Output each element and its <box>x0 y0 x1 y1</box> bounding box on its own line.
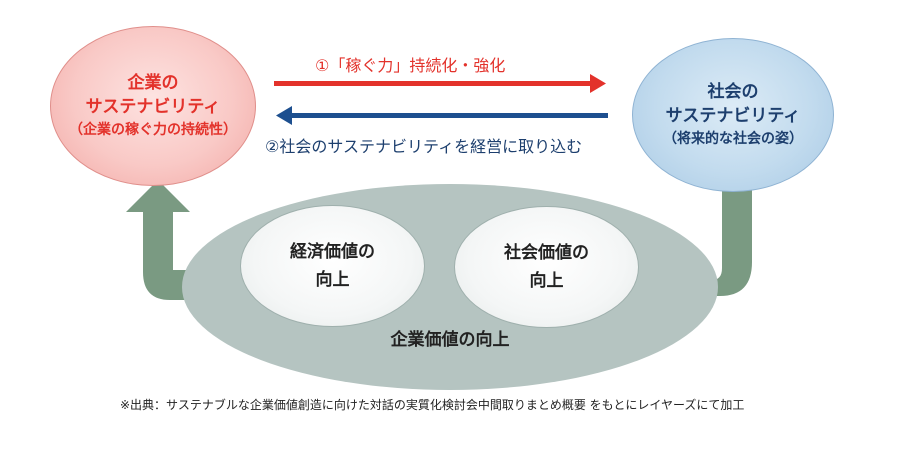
economic-value-node: 経済価値の 向上 <box>240 205 425 327</box>
blue-arrow <box>276 106 608 125</box>
red-arrow-label: ①「稼ぐ力」持続化・強化 <box>315 56 506 75</box>
economic-value-line1: 経済価値の <box>290 242 375 262</box>
social-sustainability-node: 社会の サステナビリティ （将来的な社会の姿） <box>632 38 834 192</box>
left-circle-line2: サステナビリティ <box>85 97 221 117</box>
right-circle-line1: 社会の <box>707 82 759 102</box>
social-value-line1: 社会価値の <box>504 243 589 263</box>
right-circle-line2: サステナビリティ <box>665 106 801 126</box>
corporate-value-label: 企業価値の向上 <box>390 330 510 350</box>
left-circle-line3: （企業の稼ぐ力の持続性） <box>69 122 237 138</box>
right-circle-line3: （将来的な社会の姿） <box>663 131 803 147</box>
economic-value-line2: 向上 <box>315 270 350 290</box>
blue-arrow-label: ②社会のサステナビリティを経営に取り込む <box>265 137 583 156</box>
red-arrow <box>274 74 606 93</box>
source-note: ※出典：サステナブルな企業価値創造に向けた対話の実質化検討会中間取りまとめ概要 … <box>120 398 745 412</box>
social-value-line2: 向上 <box>529 271 564 291</box>
social-value-node: 社会価値の 向上 <box>454 206 639 328</box>
left-circle-line1: 企業の <box>127 73 179 93</box>
corporate-sustainability-node: 企業の サステナビリティ （企業の稼ぐ力の持続性） <box>50 26 256 186</box>
